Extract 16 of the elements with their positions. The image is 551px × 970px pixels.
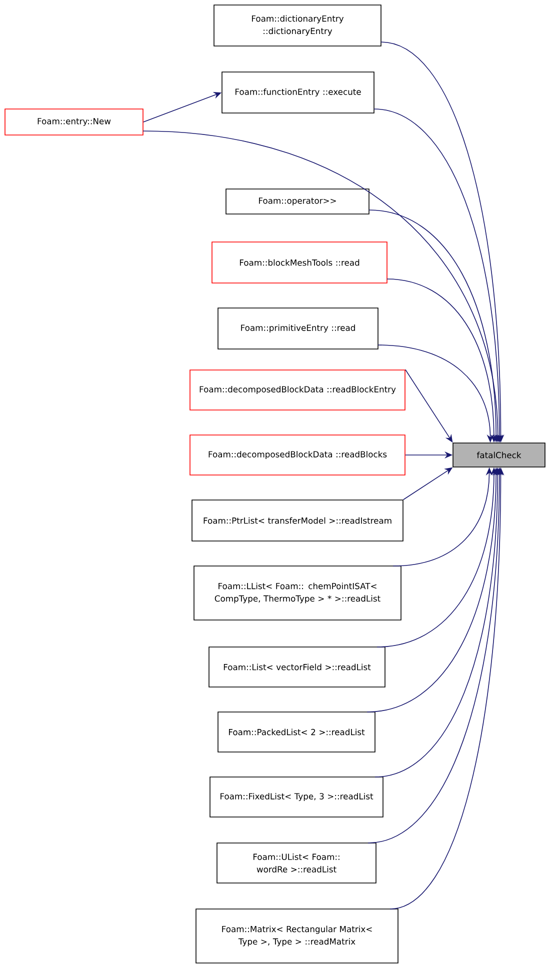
- function-box: Foam::Matrix< Rectangular Matrix< Type >, Type > ::readMatrix: [196, 908, 398, 964]
- function-box: Foam::decomposedBlockData ::readBlockEntry: [190, 370, 406, 410]
- function-box: Foam::LList< Foam:: chemPointISAT< CompType, ThermoType > * >::readList: [194, 566, 402, 620]
- function-box: Foam::PtrList< transferModel >::readIstream: [192, 500, 404, 542]
- function-box: Foam::FixedList< Type, 3 >::readList: [210, 776, 384, 818]
- function-box: Foam::UList< Foam:: wordRe >::readList: [216, 842, 376, 884]
- function-box: Foam::dictionaryEntry ::dictionaryEntry: [214, 4, 382, 46]
- function-box: Foam::primitiveEntry ::read: [218, 308, 378, 350]
- function-box: Foam::PackedList< 2 >::readList: [218, 712, 376, 752]
- function-box: Foam::functionEntry ::execute: [222, 72, 374, 114]
- function-box: Foam::blockMeshTools ::read: [212, 242, 388, 284]
- function-box: Foam::entry::New: [4, 108, 144, 136]
- function-box: fatalCheck: [452, 442, 546, 468]
- function-box: Foam::List< vectorField >::readList: [208, 646, 386, 688]
- function-box: Foam::operator>>: [226, 188, 370, 214]
- function-box: Foam::decomposedBlockData ::readBlocks: [190, 434, 406, 476]
